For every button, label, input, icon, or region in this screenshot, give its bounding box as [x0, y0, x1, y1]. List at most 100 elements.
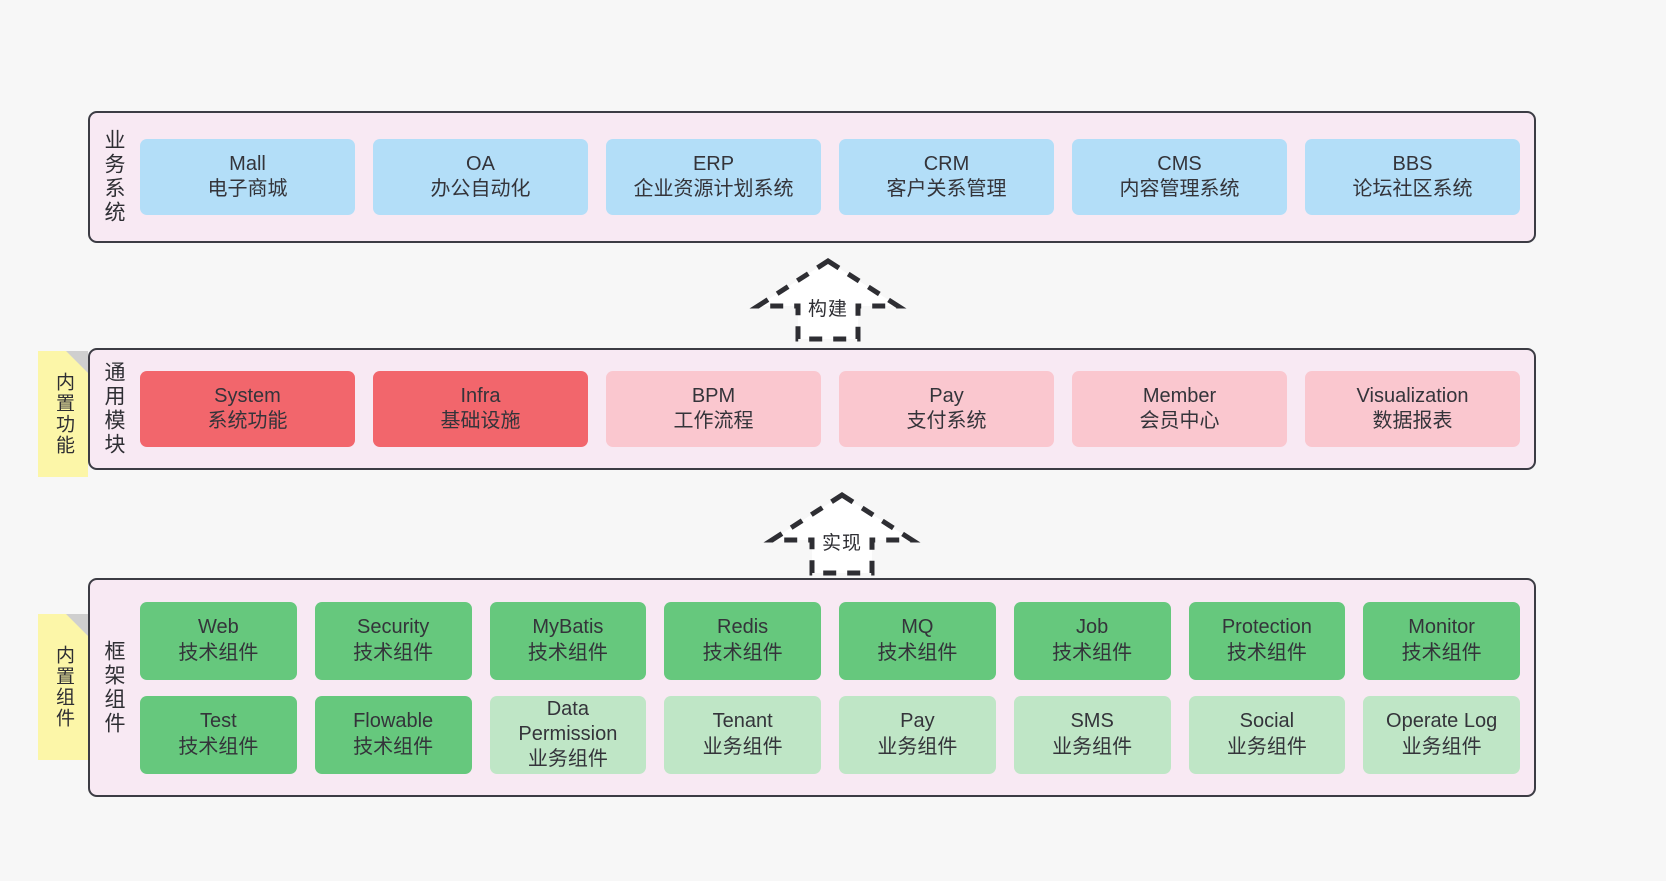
node-social[interactable]: Social 业务组件: [1188, 695, 1346, 774]
layer-title-framework: 框架组件: [102, 639, 126, 736]
layer-body-common: System 系统功能 Infra 基础设施 BPM 工作流程 Pay 支付系统…: [136, 350, 1534, 468]
node-pay-module[interactable]: Pay 支付系统: [839, 371, 1054, 447]
node-job[interactable]: Job 技术组件: [1013, 601, 1171, 680]
node-crm[interactable]: CRM 客户关系管理: [839, 139, 1054, 215]
node-bpm-subtitle: 工作流程: [673, 410, 754, 432]
node-test-subtitle: 技术组件: [178, 735, 259, 758]
node-system[interactable]: System 系统功能: [140, 371, 355, 447]
node-monitor-title: Monitor: [1408, 616, 1475, 639]
node-cms-title: CMS: [1157, 152, 1202, 175]
node-bpm-title: BPM: [691, 384, 736, 407]
node-sms[interactable]: SMS 业务组件: [1013, 695, 1171, 774]
note-builtin-components-label: 内置组件: [52, 645, 74, 729]
node-flowable-title: Flowable: [353, 710, 434, 733]
node-pay-module-subtitle: 支付系统: [906, 410, 987, 432]
layer-common-modules: 通用模块 System 系统功能 Infra 基础设施 BPM 工作流程 Pay…: [88, 348, 1536, 470]
node-bbs-subtitle: 论坛社区系统: [1352, 178, 1473, 200]
node-mybatis[interactable]: MyBatis 技术组件: [489, 601, 647, 680]
node-social-title: Social: [1239, 710, 1295, 733]
node-mall-title: Mall: [229, 152, 266, 175]
node-security-subtitle: 技术组件: [353, 641, 434, 664]
node-member[interactable]: Member 会员中心: [1072, 371, 1287, 447]
node-mq[interactable]: MQ 技术组件: [839, 601, 996, 680]
node-tenant-title: Tenant: [712, 710, 773, 733]
node-flowable-subtitle: 技术组件: [353, 735, 434, 758]
node-job-title: Job: [1076, 616, 1109, 639]
note-builtin-features: 内置功能: [38, 351, 88, 477]
note-builtin-features-label: 内置功能: [52, 372, 74, 456]
node-data-permission-subtitle: 业务组件: [527, 748, 608, 771]
node-cms[interactable]: CMS 内容管理系统: [1072, 139, 1287, 215]
node-test-title: Test: [200, 710, 237, 733]
node-bbs-title: BBS: [1392, 152, 1433, 175]
node-redis-title: Redis: [717, 616, 769, 639]
node-bbs[interactable]: BBS 论坛社区系统: [1305, 139, 1520, 215]
framework-node-row-1: Web 技术组件 Security 技术组件 MyBatis 技术组件 Redi…: [140, 601, 1520, 680]
node-sms-subtitle: 业务组件: [1052, 735, 1133, 758]
arrow-implement-shape: [763, 492, 921, 576]
node-bpm[interactable]: BPM 工作流程: [606, 371, 821, 447]
arrow-implement-label: 实现: [821, 533, 862, 554]
layer-title-common: 通用模块: [102, 361, 126, 457]
common-node-row: System 系统功能 Infra 基础设施 BPM 工作流程 Pay 支付系统…: [140, 371, 1520, 447]
node-redis[interactable]: Redis 技术组件: [664, 601, 821, 680]
node-mybatis-subtitle: 技术组件: [527, 641, 608, 664]
node-pay-component-title: Pay: [900, 710, 935, 733]
node-protection[interactable]: Protection 技术组件: [1188, 601, 1346, 680]
arrow-build-label: 构建: [807, 299, 848, 320]
arrow-implement: 实现: [763, 492, 921, 576]
node-test[interactable]: Test 技术组件: [140, 695, 297, 774]
node-visualization[interactable]: Visualization 数据报表: [1305, 371, 1520, 447]
node-pay-component-subtitle: 业务组件: [877, 735, 958, 758]
node-oa-title: OA: [466, 152, 495, 175]
node-mall[interactable]: Mall 电子商城: [140, 139, 355, 215]
node-data-permission[interactable]: Data Permission 业务组件: [489, 695, 647, 774]
node-job-subtitle: 技术组件: [1052, 641, 1133, 664]
layer-business-systems: 业务系统 Mall 电子商城 OA 办公自动化 ERP 企业资源计划系统 CRM…: [88, 111, 1536, 243]
node-mybatis-title: MyBatis: [532, 616, 604, 639]
node-mall-subtitle: 电子商城: [207, 178, 288, 200]
business-node-row: Mall 电子商城 OA 办公自动化 ERP 企业资源计划系统 CRM 客户关系…: [140, 139, 1520, 215]
node-operate-log[interactable]: Operate Log 业务组件: [1363, 695, 1520, 774]
arrow-build: 构建: [749, 258, 907, 342]
node-web-subtitle: 技术组件: [178, 641, 259, 664]
node-flowable[interactable]: Flowable 技术组件: [314, 695, 472, 774]
node-monitor-subtitle: 技术组件: [1401, 641, 1482, 664]
node-web[interactable]: Web 技术组件: [140, 601, 297, 680]
node-cms-subtitle: 内容管理系统: [1119, 178, 1240, 200]
node-erp-title: ERP: [692, 152, 735, 175]
node-operate-log-subtitle: 业务组件: [1401, 735, 1482, 758]
node-monitor[interactable]: Monitor 技术组件: [1363, 601, 1520, 680]
node-pay-component[interactable]: Pay 业务组件: [839, 695, 996, 774]
node-tenant[interactable]: Tenant 业务组件: [664, 695, 821, 774]
node-system-title: System: [214, 384, 281, 407]
node-system-subtitle: 系统功能: [207, 410, 288, 432]
node-member-title: Member: [1142, 384, 1217, 407]
layer-framework-components: 框架组件 Web 技术组件 Security 技术组件 MyBatis 技术组件…: [88, 578, 1536, 797]
node-sms-title: SMS: [1070, 710, 1114, 733]
node-member-subtitle: 会员中心: [1139, 410, 1220, 432]
node-security-title: Security: [357, 616, 430, 639]
node-operate-log-title: Operate Log: [1386, 710, 1498, 733]
node-visualization-title: Visualization: [1356, 384, 1469, 407]
node-erp[interactable]: ERP 企业资源计划系统: [606, 139, 821, 215]
framework-node-row-2: Test 技术组件 Flowable 技术组件 Data Permission …: [140, 695, 1520, 774]
note-builtin-components: 内置组件: [38, 614, 88, 760]
node-security[interactable]: Security 技术组件: [314, 601, 472, 680]
node-infra-title: Infra: [460, 384, 501, 407]
arrow-build-shape: [749, 258, 907, 342]
node-redis-subtitle: 技术组件: [702, 641, 783, 664]
layer-body-business: Mall 电子商城 OA 办公自动化 ERP 企业资源计划系统 CRM 客户关系…: [136, 113, 1534, 241]
node-infra[interactable]: Infra 基础设施: [373, 371, 588, 447]
node-mq-subtitle: 技术组件: [877, 641, 958, 664]
node-web-title: Web: [197, 616, 239, 639]
node-pay-module-title: Pay: [929, 384, 964, 407]
node-oa-subtitle: 办公自动化: [430, 178, 531, 200]
node-protection-subtitle: 技术组件: [1226, 641, 1307, 664]
node-oa[interactable]: OA 办公自动化: [373, 139, 588, 215]
layer-title-business: 业务系统: [102, 129, 126, 225]
node-visualization-subtitle: 数据报表: [1372, 410, 1453, 432]
node-protection-title: Protection: [1221, 616, 1312, 639]
node-mq-title: MQ: [901, 616, 934, 639]
